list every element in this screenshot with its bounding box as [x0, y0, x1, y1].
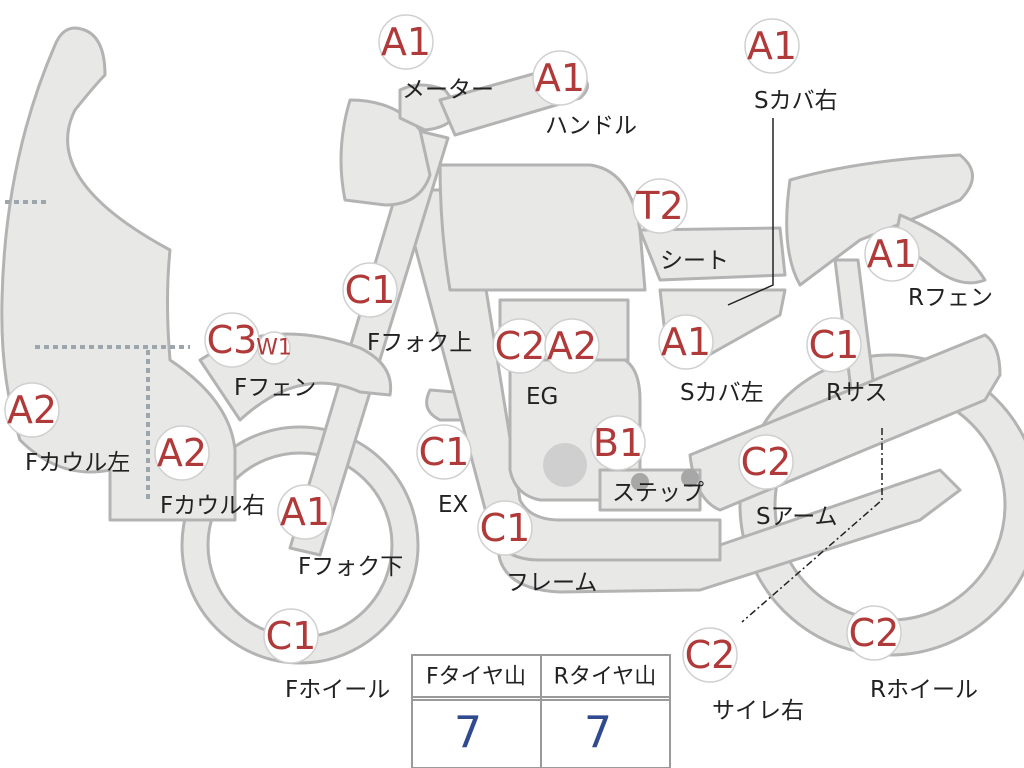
label-step: ステップ — [612, 480, 704, 506]
rear-fender-shape — [893, 213, 987, 285]
label-silencer-right: サイレ右 — [712, 698, 804, 724]
svg-text:W1: W1 — [256, 336, 292, 361]
badge-silencer-right: C2 — [682, 627, 738, 683]
badge-frame: C1 — [477, 500, 533, 556]
svg-text:A1: A1 — [661, 320, 711, 364]
badge-f-fender: C3 — [204, 312, 260, 368]
tire-tread-table: Fタイヤ山 Rタイヤ山 7 7 — [411, 654, 671, 768]
svg-text:C3: C3 — [207, 318, 258, 362]
badge-f-cowl-left: A2 — [4, 382, 60, 438]
label-f-wheel: Fホイール — [285, 677, 390, 703]
tail-shape — [785, 153, 974, 287]
front-fork-shape — [288, 128, 450, 557]
svg-text:A1: A1 — [867, 232, 917, 276]
badge-eg-c2: C2 — [492, 318, 548, 374]
label-f-fork-upper: Fフォク上 — [367, 330, 472, 356]
label-handle: ハンドル — [545, 113, 637, 139]
badge-f-cowl-right: A2 — [154, 425, 210, 481]
engine-cover-shape — [543, 443, 587, 487]
svg-text:C1: C1 — [480, 506, 531, 550]
badge-r-wheel: C2 — [846, 605, 902, 661]
svg-text:A2: A2 — [547, 324, 597, 368]
svg-text:A2: A2 — [7, 388, 57, 432]
badge-s-arm: C2 — [738, 434, 794, 490]
headlight-shape — [339, 98, 432, 207]
badge-f-fork-upper: C1 — [342, 262, 398, 318]
svg-text:C2: C2 — [685, 633, 736, 677]
badge-f-fork-lower: A1 — [277, 484, 333, 540]
svg-text:A1: A1 — [535, 56, 585, 100]
label-s-arm: Sアーム — [756, 504, 838, 530]
svg-text:C1: C1 — [266, 614, 317, 658]
svg-text:A2: A2 — [157, 431, 207, 475]
label-eg: EG — [526, 384, 558, 410]
rear-tire-value: 7 — [584, 708, 612, 759]
label-r-sus: Rサス — [826, 380, 888, 406]
badge-step: B1 — [590, 415, 646, 471]
motorcycle-body — [0, 26, 1024, 665]
svg-text:B1: B1 — [593, 421, 643, 465]
svg-text:A1: A1 — [381, 20, 431, 64]
badge-f-fender-sub: W1 — [256, 331, 292, 365]
badge-handle: A1 — [532, 50, 588, 106]
front-cowl-shape — [0, 26, 237, 522]
badge-s-cover-right: A1 — [744, 18, 800, 74]
front-tire-header: Fタイヤ山 — [426, 665, 526, 690]
badge-f-wheel: C1 — [263, 608, 319, 664]
label-r-wheel: Rホイール — [870, 677, 978, 703]
label-frame: フレーム — [506, 570, 597, 596]
fuel-tank-shape — [438, 163, 647, 292]
label-s-cover-left: Sカバ左 — [680, 380, 764, 406]
label-ex: EX — [438, 492, 469, 518]
svg-text:A1: A1 — [280, 490, 330, 534]
badge-meter: A1 — [378, 14, 434, 70]
badge-eg-a2: A2 — [544, 318, 600, 374]
badge-r-sus: C1 — [806, 317, 862, 373]
svg-text:C2: C2 — [741, 440, 792, 484]
svg-text:C1: C1 — [809, 323, 860, 367]
label-meter: メーター — [402, 77, 494, 103]
svg-text:C2: C2 — [495, 324, 546, 368]
svg-text:C2: C2 — [849, 611, 900, 655]
svg-text:A1: A1 — [747, 24, 797, 68]
step-shape — [598, 468, 702, 512]
label-f-fork-lower: Fフォク下 — [298, 554, 403, 580]
badge-seat: T2 — [632, 178, 688, 234]
label-s-cover-right: Sカバ右 — [754, 88, 838, 114]
s-cover-right-leader — [727, 118, 774, 306]
label-seat: シート — [660, 248, 729, 274]
svg-text:C1: C1 — [419, 430, 470, 474]
label-f-fender: Fフェン — [234, 375, 316, 401]
silencer-leader — [741, 428, 883, 623]
svg-text:C1: C1 — [345, 268, 396, 312]
label-f-cowl-left: Fカウル左 — [25, 450, 130, 476]
seat-shape — [638, 226, 787, 282]
svg-text:T2: T2 — [635, 184, 683, 228]
front-tire-value: 7 — [454, 708, 482, 759]
rear-tire-header: Rタイヤ山 — [554, 665, 657, 690]
badge-r-fender: A1 — [864, 226, 920, 282]
badge-ex: C1 — [416, 424, 472, 480]
label-f-cowl-right: Fカウル右 — [160, 493, 265, 519]
label-r-fender: Rフェン — [908, 285, 993, 311]
badge-s-cover-left: A1 — [658, 314, 714, 370]
